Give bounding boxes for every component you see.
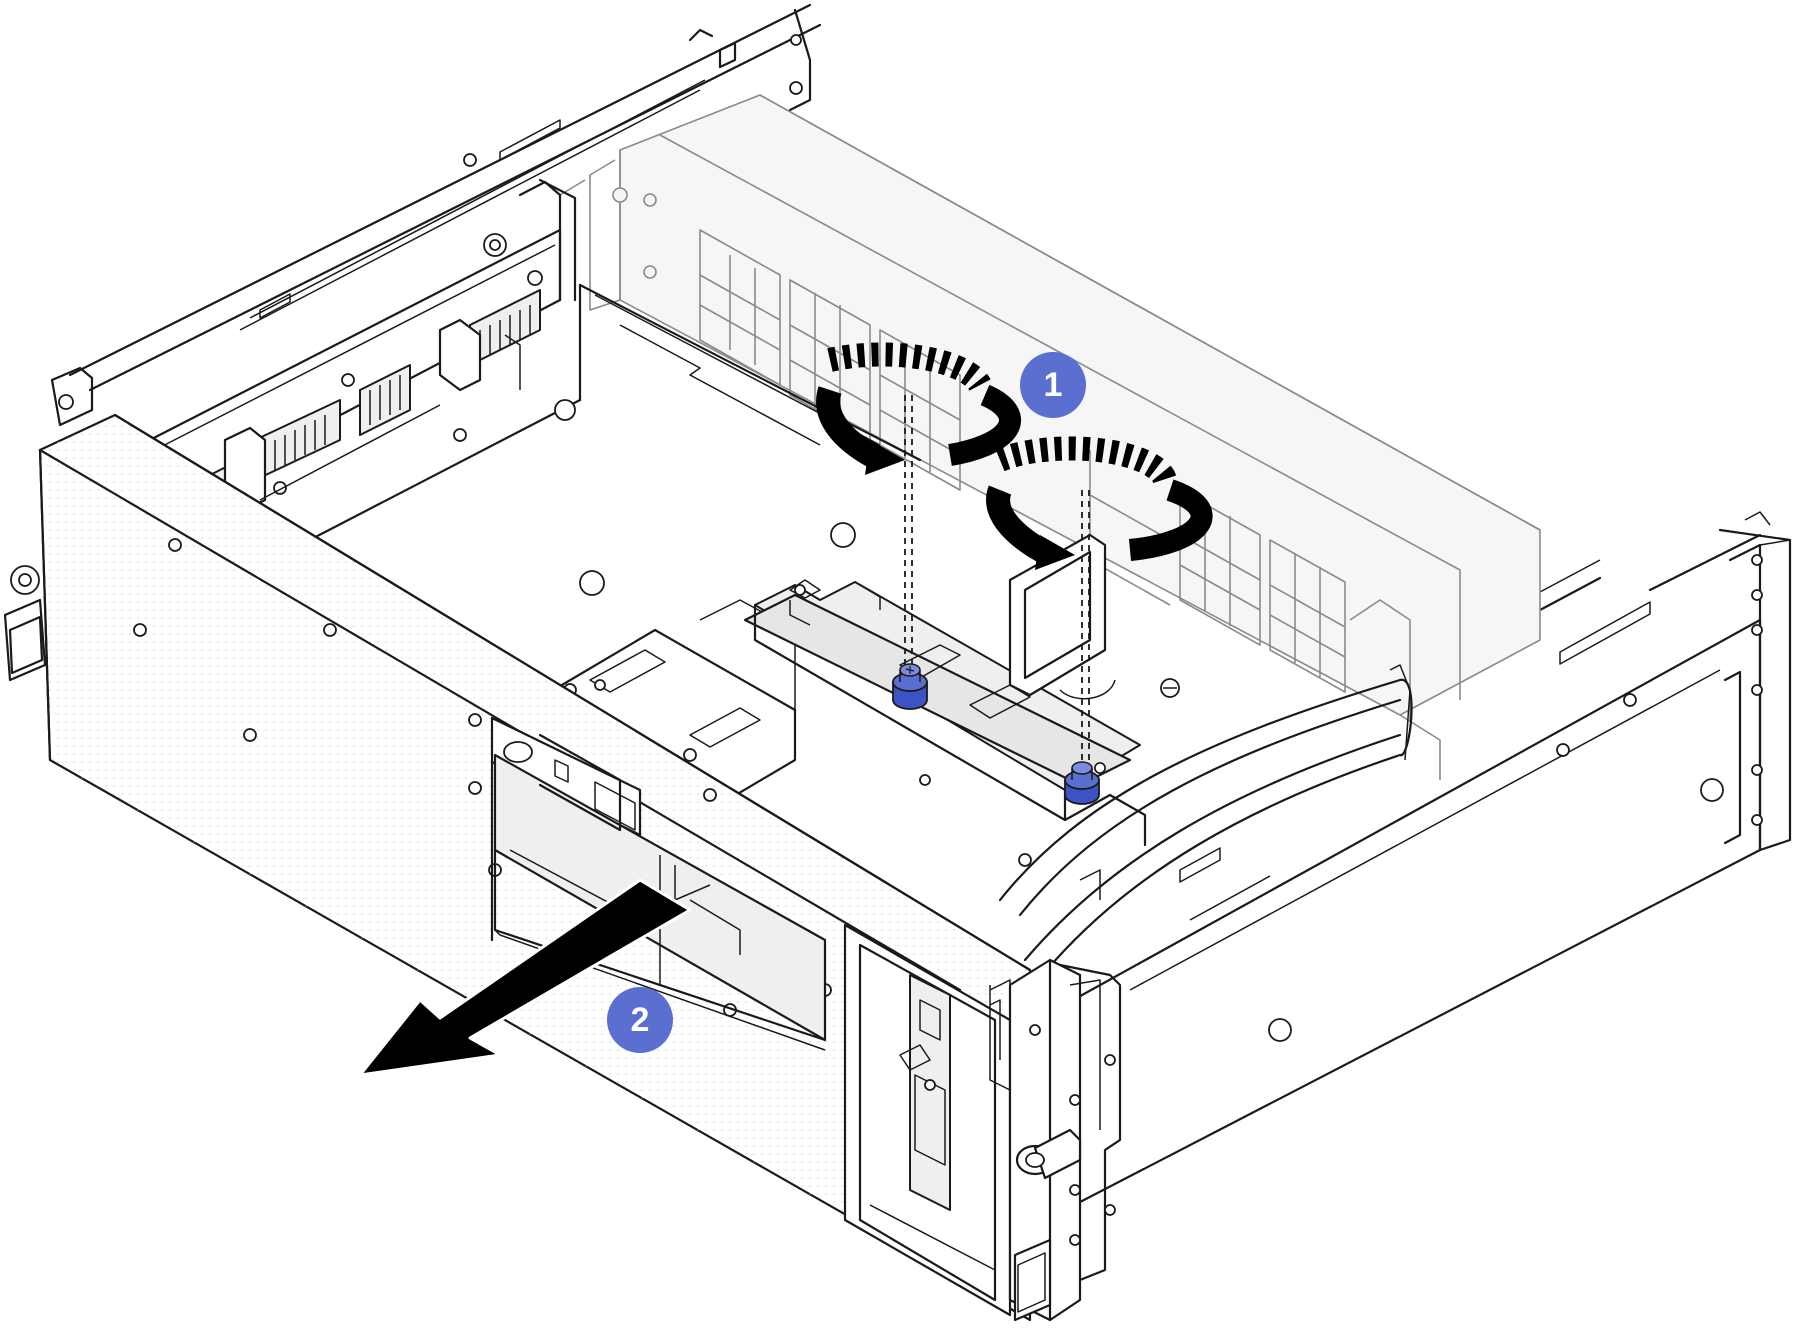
rotate-counterclockwise-arrow-icon: [816, 342, 1213, 570]
fan-cage: [559, 94, 1541, 780]
front-io-module: [843, 923, 1012, 1317]
pull-out-arrow-icon: [358, 878, 692, 1077]
callout-2-label: 2: [631, 1001, 650, 1039]
system-board-tray: [239, 283, 931, 786]
callout-1: 1: [1020, 352, 1086, 418]
screw-guide-lines: [904, 395, 1090, 765]
cables: [998, 664, 1413, 974]
thumbscrew-2: [1064, 761, 1106, 805]
thumbscrew-1: [892, 663, 928, 710]
fan-grille: [699, 229, 1346, 693]
right-ear: [1008, 958, 1122, 1322]
callout-1-label: 1: [1044, 366, 1063, 404]
callout-2: 2: [607, 987, 673, 1053]
